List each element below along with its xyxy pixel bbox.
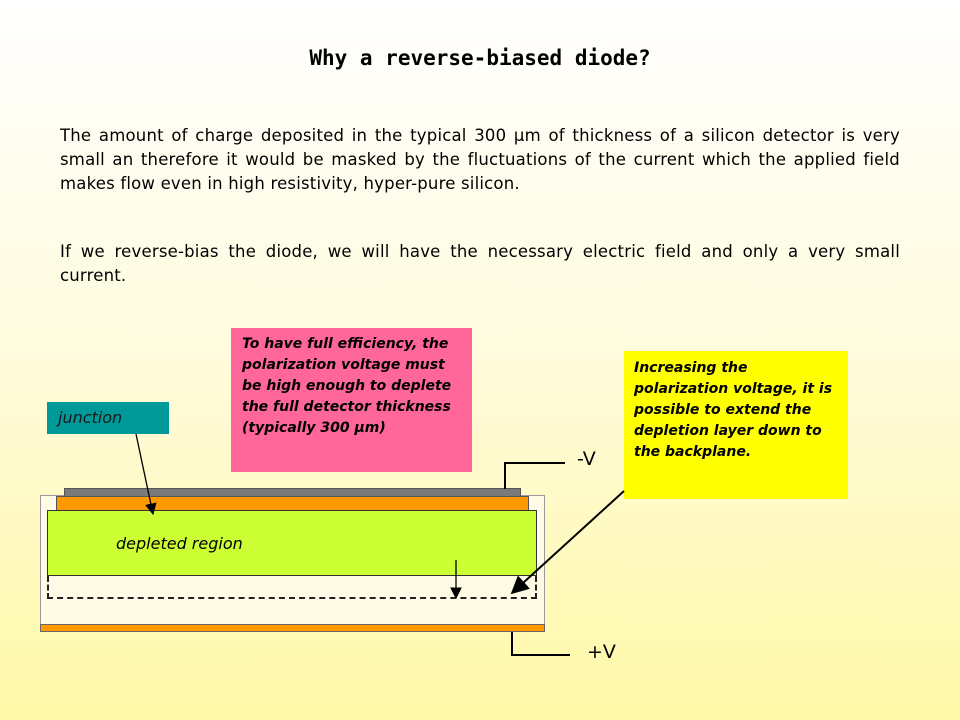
backplane-contact bbox=[40, 624, 545, 632]
slide-title: Why a reverse-biased diode? bbox=[309, 46, 651, 70]
plus-v-wire bbox=[511, 632, 570, 656]
backplane-pointer-arrow bbox=[510, 490, 625, 595]
plus-v-label: +V bbox=[587, 641, 616, 663]
junction-pointer-arrow bbox=[135, 433, 157, 516]
extended-depletion-boundary bbox=[47, 576, 537, 599]
reverse-bias-paragraph: If we reverse-bias the diode, we will ha… bbox=[60, 242, 900, 285]
minus-v-label: -V bbox=[577, 448, 596, 470]
minus-v-wire bbox=[504, 462, 565, 489]
depleted-region-label: depleted region bbox=[116, 534, 243, 553]
intro-paragraph: The amount of charge deposited in the ty… bbox=[60, 126, 900, 193]
depleted-region bbox=[47, 510, 537, 576]
junction-label: junction bbox=[47, 402, 169, 434]
depletion-extension-note: Increasing the polarization voltage, it … bbox=[624, 351, 848, 499]
full-efficiency-note: To have full efficiency, the polarizatio… bbox=[231, 328, 472, 472]
